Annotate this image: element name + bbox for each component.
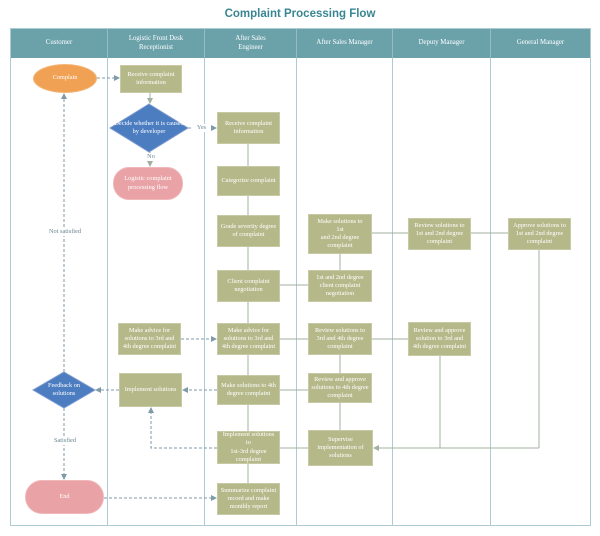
lane-header-engineer: After Sales Engineer: [204, 29, 296, 58]
node-categorize: Categorize complaint: [217, 166, 280, 196]
lane-divider-5: [490, 58, 491, 525]
node-summarize: Summarize complaint record and make mont…: [217, 483, 280, 515]
node-end: End: [25, 480, 104, 514]
lane-header-general-manager: General Manager: [490, 29, 590, 58]
node-implement-1st-3rd: Implement solutions to 1st-3rd degree co…: [217, 431, 280, 464]
node-make-advice-engineer: Make advice for solutions to 3rd and 4th…: [217, 323, 280, 355]
node-logistic-flow: Logistic complaint processing flow: [113, 167, 183, 200]
node-review-1st-2nd: Review solutions to 1st and 2nd degree c…: [408, 218, 471, 250]
node-review-approve-4th: Review and approve solutions to 4th degr…: [308, 373, 372, 403]
swimlane-frame: [10, 28, 591, 526]
lane-header-receptionist: Logistic Front Desk Receptionist: [107, 29, 204, 58]
page-title: Complaint Processing Flow: [224, 8, 376, 20]
node-review-3rd-4th: Review solutions to 3rd and 4th degree c…: [308, 323, 372, 355]
edge-label-yes: Yes: [192, 124, 211, 132]
node-decide-diamond: Decide whether it is caused by developer: [114, 119, 184, 135]
node-feedback-diamond-shape: [32, 371, 96, 409]
node-implement-solutions-reception: Implement solutions: [119, 373, 182, 407]
node-feedback-diamond: Feedback on solutions: [48, 381, 80, 397]
node-review-approve-3rd-4th: Review and approve solution to 3rd and 4…: [408, 322, 471, 356]
lane-header-deputy-manager: Deputy Manager: [392, 29, 490, 58]
solid-connectors: [247, 144, 540, 483]
node-approve-1st-2nd: Approve solutions to 1st and 2nd degree …: [508, 218, 571, 250]
arrow-implement13-to-implement: [148, 407, 217, 449]
node-receive-info-engineer: Receive complaint information: [217, 112, 280, 144]
lane-header-sales-manager: After Sales Manager: [296, 29, 392, 58]
node-negotiation-1st-2nd: 1st and 2nd degree client complaint nego…: [308, 270, 372, 302]
node-make-advice-reception: Make advice for solutions to 3rd and 4th…: [118, 323, 181, 355]
node-complain: Complain: [33, 64, 97, 93]
edge-label-satisfied: Satisfied: [45, 437, 85, 445]
node-supervise: Supervise implementation of solutions: [308, 430, 373, 466]
lane-divider-4: [392, 58, 393, 525]
node-make-solutions-1st-2nd: Make solutions to 1st and 2nd degree com…: [308, 214, 372, 254]
lane-divider-1: [107, 58, 108, 525]
lane-header-customer: Customer: [45, 39, 73, 47]
node-grade-severity: Grade severity degree of complaint: [217, 215, 280, 247]
node-client-negotiation: Client complaint negotiation: [217, 270, 280, 302]
lane-divider-3: [296, 58, 297, 525]
edge-label-no: No: [143, 153, 159, 161]
node-make-solutions-4th: Make solutions to 4th degree complaint: [217, 375, 280, 405]
swimlane-header: Customer Logistic Front Desk Receptionis…: [11, 29, 590, 58]
lane-divider-2: [204, 58, 205, 525]
node-receive-info-reception: Receive complaint information: [120, 65, 182, 93]
edge-label-not-satisfied: Not satisfied: [38, 228, 92, 236]
node-decide-diamond-shape: [109, 103, 189, 153]
